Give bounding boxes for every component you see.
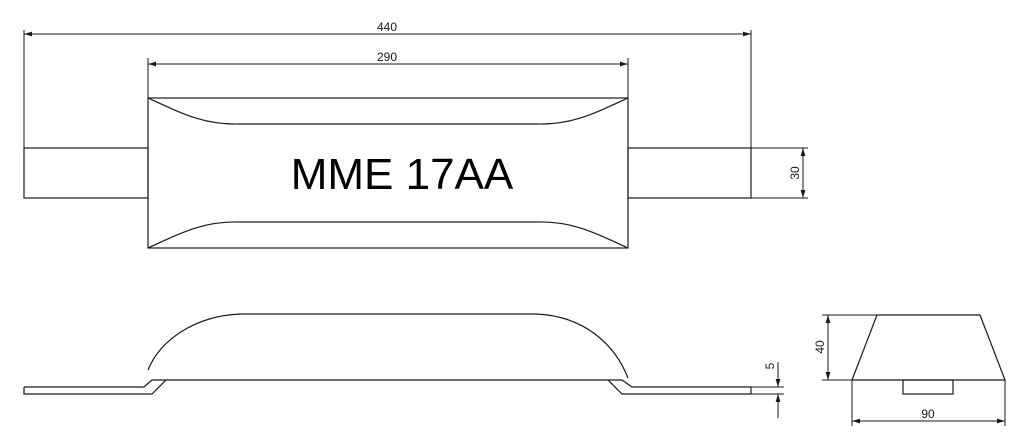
part-label: MME 17AA [291, 150, 514, 199]
left-strap-bottom [23, 379, 167, 395]
end-profile [851, 314, 1006, 381]
bottom-chamfer [147, 221, 629, 249]
dim-body-length-value: 290 [377, 50, 397, 64]
dim-base-width-value: 90 [921, 407, 935, 421]
dim-overall-length-value: 440 [377, 20, 397, 34]
top-view: MME 17AA [23, 97, 752, 249]
dim-overall-length: 440 [23, 20, 752, 148]
dim-body-length: 290 [147, 50, 629, 98]
right-strap [627, 147, 752, 199]
dim-strap-thickness: 5 [751, 362, 784, 418]
right-strap-bottom [607, 379, 752, 395]
end-strap [902, 379, 954, 395]
anode-body [147, 97, 629, 249]
dim-profile-height: 40 [813, 314, 877, 381]
dim-strap-thickness-value: 5 [763, 362, 777, 369]
dim-strap-width: 30 [751, 147, 808, 199]
left-strap [23, 147, 149, 199]
dim-profile-height-value: 40 [813, 340, 827, 354]
left-strap-top [24, 379, 162, 388]
dim-base-width: 90 [851, 380, 1006, 426]
right-strap-top [612, 379, 751, 388]
side-view [23, 313, 752, 395]
top-chamfer [147, 97, 629, 125]
end-view [851, 314, 1006, 395]
anode-dome [147, 313, 629, 379]
dim-strap-width-value: 30 [788, 166, 802, 180]
